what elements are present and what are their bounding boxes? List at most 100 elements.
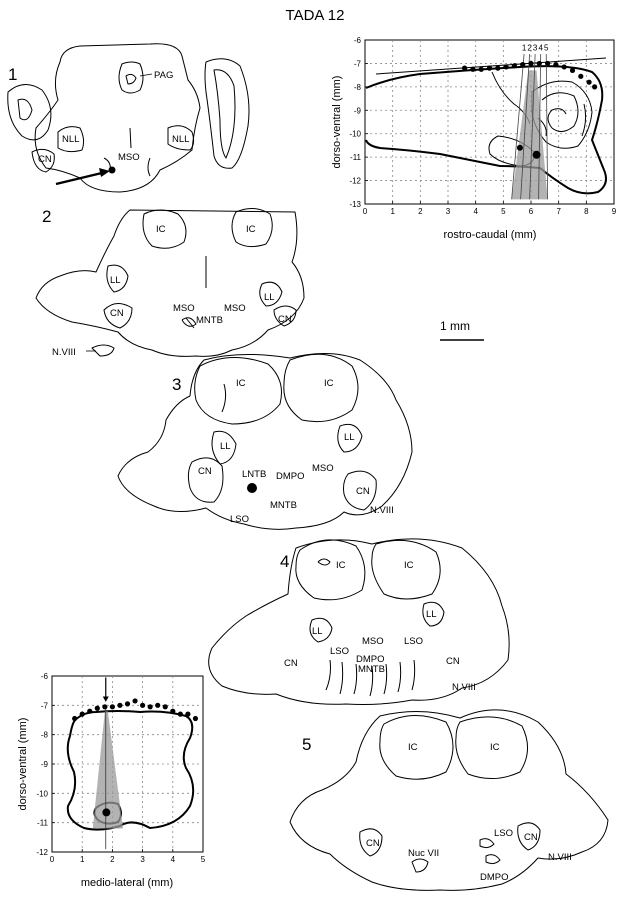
section-5-label-cn-left: CN: [366, 838, 380, 849]
section-2-outline: [35, 209, 305, 357]
section-2-label-mso-right: MSO: [224, 303, 246, 314]
sagittal-surface-point: [561, 64, 567, 70]
section-4-label-cn-left: CN: [284, 658, 298, 669]
section-2-ll-right: [259, 281, 283, 307]
section-5-small-structures: [479, 838, 501, 865]
section-3-cn-left: [187, 457, 224, 503]
sagittal-surface-point: [470, 66, 476, 72]
section-2-nviii: [91, 344, 115, 357]
coronal-y-tick-labels: -6-7-8-9-10-11-12: [36, 672, 48, 857]
section-3-label-mso: MSO: [312, 463, 334, 474]
coronal-y-tick-label: -9: [41, 760, 49, 769]
section-3-label-cn-right: CN: [356, 486, 370, 497]
section-3-label-mntb: MNTB: [270, 500, 297, 511]
coronal-x-tick-label: 0: [50, 855, 55, 864]
section-2-label-nviii: N.VIII: [52, 347, 76, 358]
sagittal-surface-point: [569, 67, 576, 74]
coronal-x-tick-label: 5: [201, 855, 206, 864]
section-1-label-nll-left: NLL: [62, 134, 79, 145]
coronal-electrode-track: [92, 711, 123, 829]
section-4-ic-squiggle: [317, 558, 331, 566]
section-3-label-ll-left: LL: [220, 441, 231, 452]
coronal-x-tick-label: 1: [80, 855, 85, 864]
scale-bar: 1 mm: [440, 319, 484, 341]
scale-bar-label: 1 mm: [440, 319, 470, 333]
sagittal-surface-point: [578, 73, 584, 79]
sagittal-y-tick-label: -9: [354, 106, 362, 115]
sagittal-brain-outline: [365, 65, 607, 195]
section-1-pag-outline: [118, 61, 144, 94]
section-4-label-ic-left: IC: [336, 560, 346, 571]
section-3-label-ic-right: IC: [324, 378, 334, 389]
section-2-label-ic-left: IC: [156, 224, 166, 235]
sagittal-surface-point: [553, 62, 559, 68]
sagittal-x-tick-label: 9: [612, 207, 617, 216]
coronal-x-tick-label: 4: [171, 855, 176, 864]
section-5-nuc-vii: [411, 858, 429, 873]
section-2-label-mso-left: MSO: [173, 303, 195, 314]
section-3-label-cn-left: CN: [198, 466, 212, 477]
section-3-ic-left: [194, 356, 282, 425]
section-1-lesion-dot: [108, 166, 116, 174]
sagittal-x-tick-label: 6: [529, 207, 534, 216]
section-5-label-nuc-vii: Nuc VII: [408, 848, 439, 859]
sagittal-y-tick-label: -7: [354, 59, 362, 68]
section-3-label-ll-right: LL: [344, 432, 355, 443]
section-5-label-dmpo: DMPO: [480, 872, 509, 883]
section-4-label-lso-right: LSO: [404, 636, 423, 647]
sagittal-x-tick-label: 1: [390, 207, 395, 216]
section-1-right-lobe: [204, 58, 250, 169]
coronal-surface-point: [132, 698, 138, 704]
section-2-label-cn-left: CN: [110, 308, 124, 319]
coronal-y-tick-label: -8: [41, 731, 49, 740]
coronal-y-tick-label: -10: [36, 789, 48, 798]
section-1-outline: [34, 43, 201, 193]
sagittal-y-tick-label: -8: [354, 83, 362, 92]
section-4-ll-right: [422, 601, 445, 627]
section-3-ll-right: [337, 423, 363, 453]
section-1-arrow: [55, 170, 107, 186]
section-2-label-ll-left: LL: [110, 275, 121, 286]
section-3-label-lso: LSO: [230, 514, 249, 525]
sagittal-surface-point: [536, 60, 542, 67]
coronal-lesion-points: [102, 808, 111, 817]
sagittal-surface-point: [503, 64, 509, 70]
section-2-label-ic-right: IC: [246, 224, 256, 235]
section-5-outline: [289, 709, 609, 891]
sagittal-x-tick-label: 5: [501, 207, 506, 216]
section-5-label-nviii: N.VIII: [548, 852, 572, 863]
coronal-brain-outline: [66, 710, 195, 831]
coronal-y-tick-label: -7: [41, 701, 49, 710]
section-5: 5 IC IC CN CN Nuc VII LSO DMPO N.VIII: [289, 709, 609, 891]
section-2-label-mntb: MNTB: [196, 315, 223, 326]
section-5-cn-right: [517, 822, 541, 851]
sagittal-track-label: 4: [538, 44, 543, 53]
coronal-surface-point: [72, 715, 78, 722]
coronal-surface-point: [124, 701, 131, 707]
sagittal-surface-point: [520, 62, 526, 68]
sagittal-surface-point: [528, 60, 534, 67]
sagittal-surface-point: [511, 63, 517, 69]
section-1-cn: [31, 148, 55, 173]
sagittal-track-line: [538, 54, 542, 200]
sagittal-cerebellum: [531, 80, 593, 149]
section-number-4: 4: [280, 552, 289, 571]
section-3-label-nviii: N.VIII: [370, 505, 394, 516]
coronal-surface-point: [102, 704, 108, 710]
section-2-ic-right: [231, 208, 273, 248]
section-4-label-dmpo: DMPO: [356, 654, 385, 665]
sagittal-x-tick-label: 8: [584, 207, 589, 216]
section-5-ic-right: [455, 716, 528, 779]
section-number-2: 2: [42, 207, 51, 226]
sagittal-surface-point: [462, 65, 468, 71]
section-4-ll-left: [309, 617, 333, 643]
section-3-label-lntb: LNTB: [242, 469, 266, 480]
sagittal-surface-point: [495, 65, 501, 71]
sagittal-x-tick-label: 4: [473, 207, 478, 216]
coronal-y-tick-label: -11: [37, 819, 49, 828]
sagittal-track-lines: [511, 54, 548, 200]
sagittal-track-label: 3: [533, 44, 538, 53]
sagittal-track-line: [545, 54, 548, 200]
sagittal-y-tick-label: -13: [349, 200, 361, 209]
